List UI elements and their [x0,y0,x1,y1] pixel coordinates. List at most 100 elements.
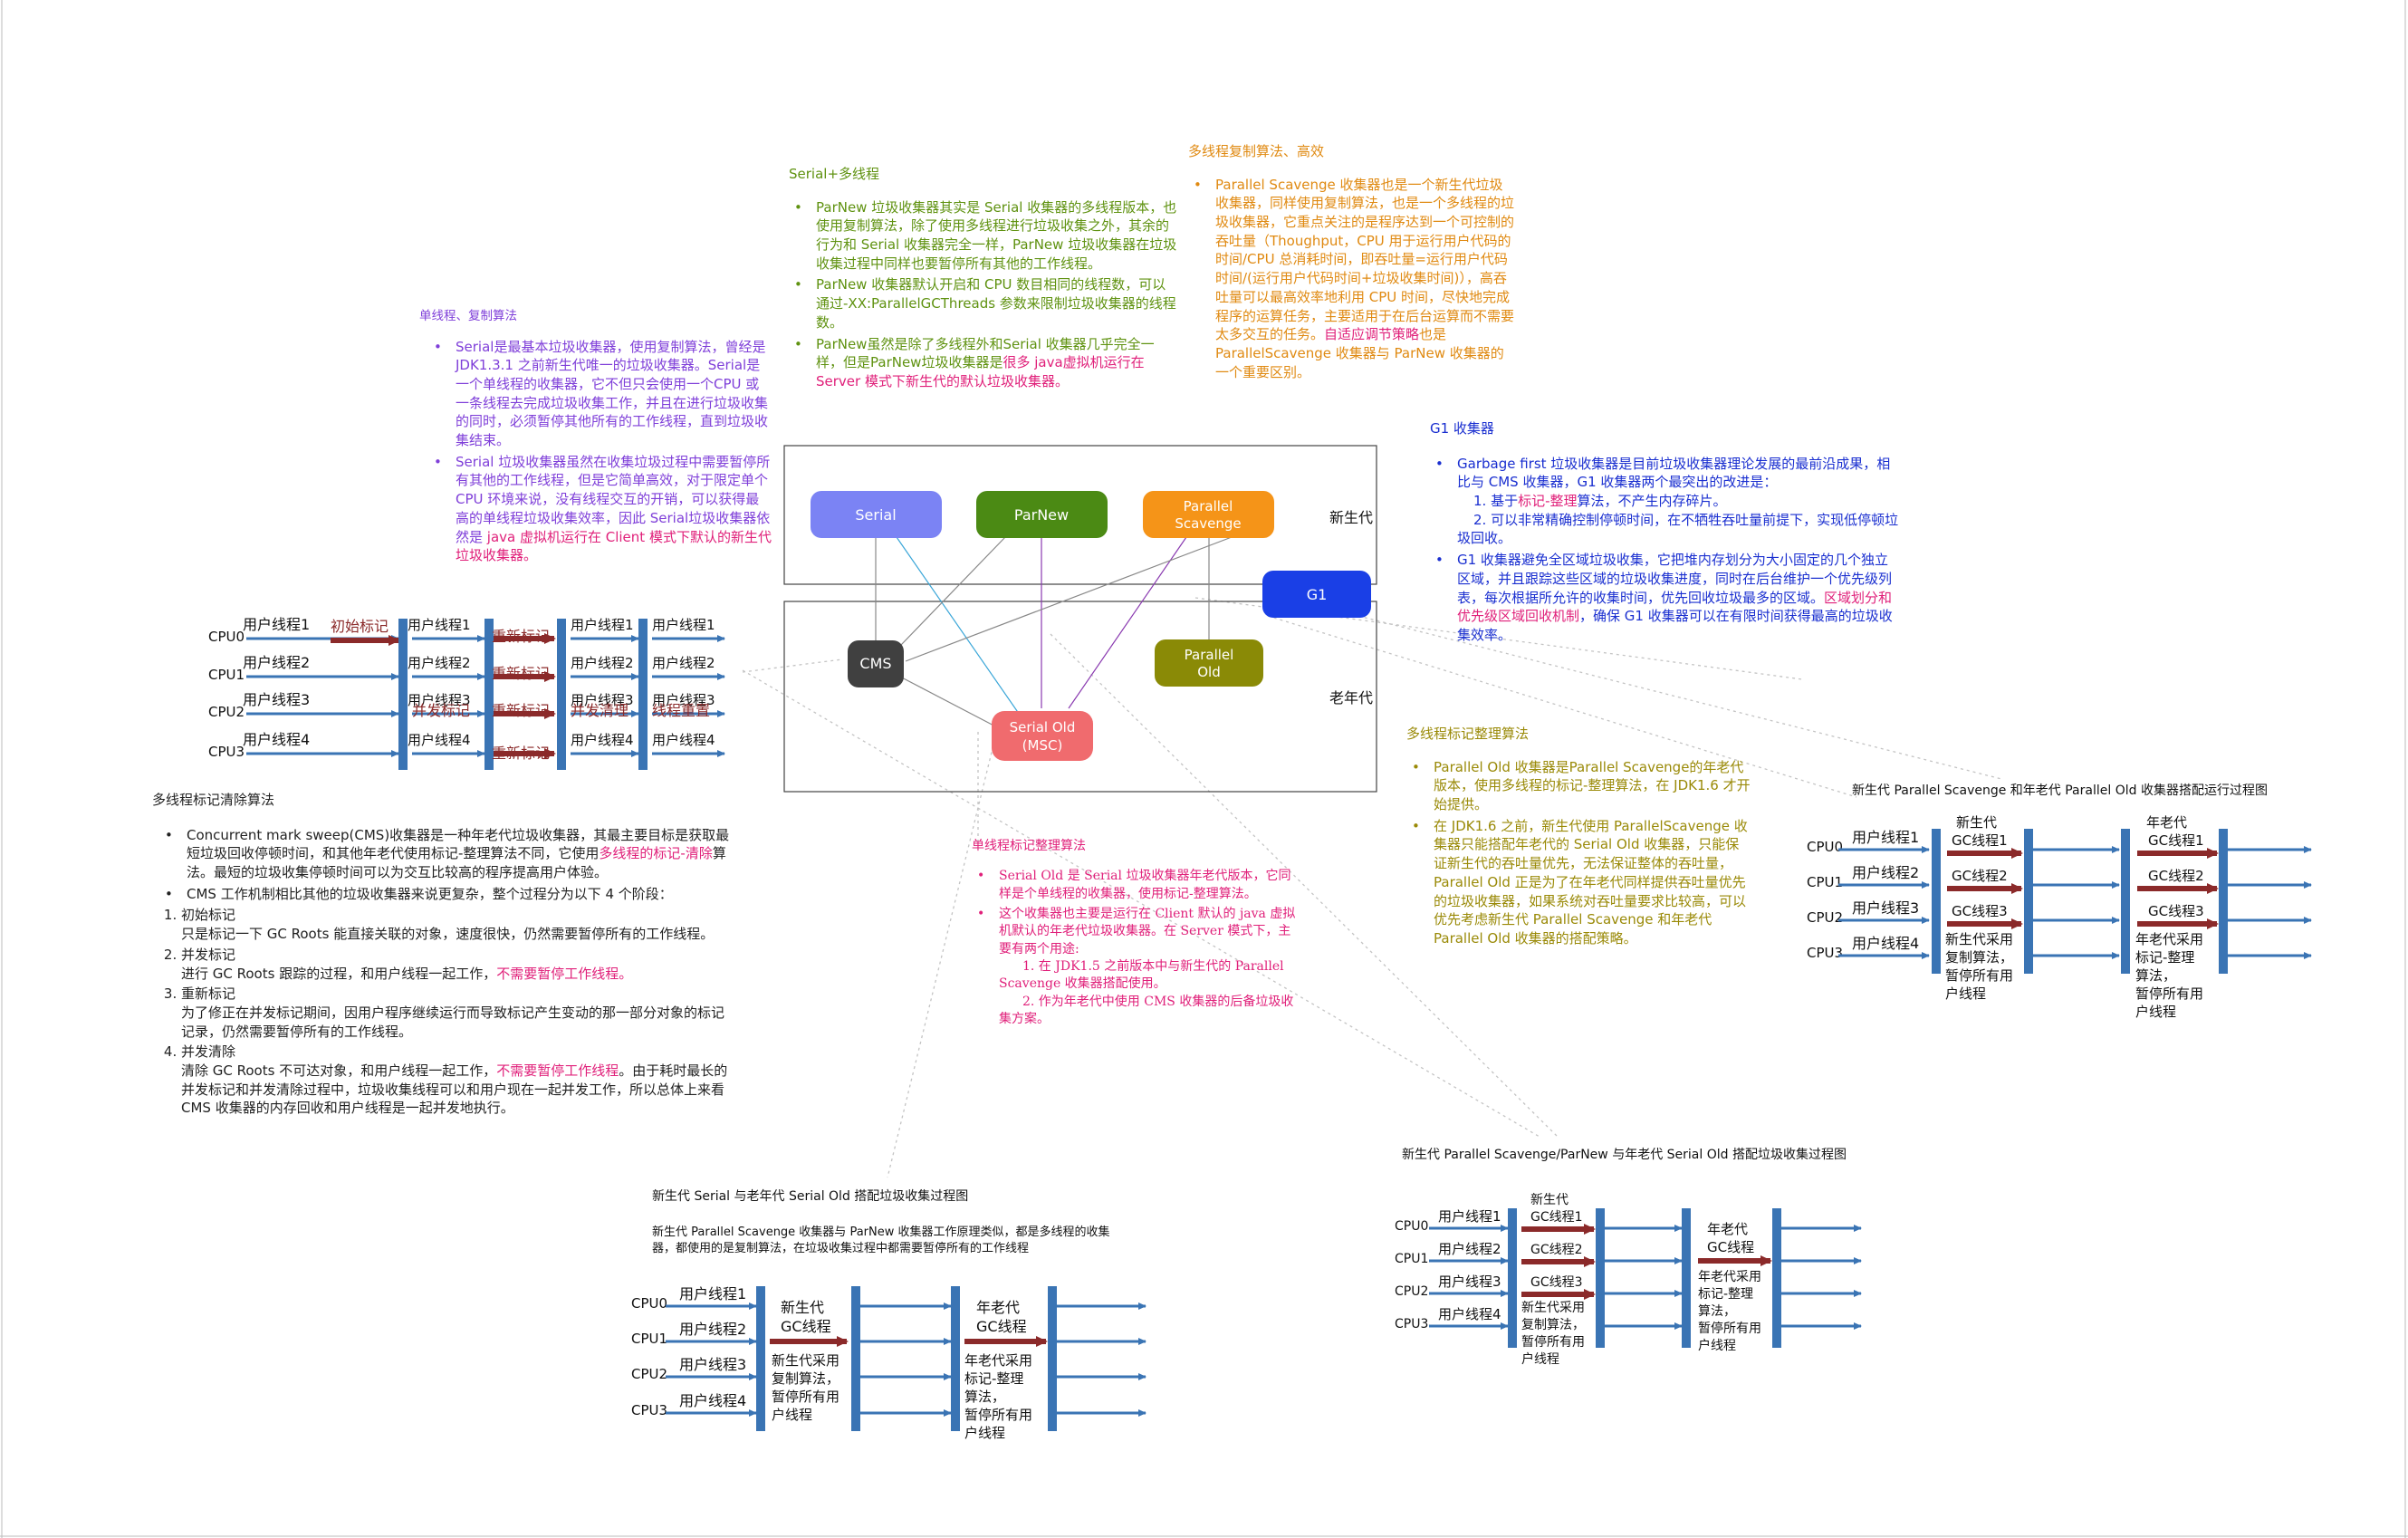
pspo-user-label-2: 用户线程3 [1852,899,1919,917]
pspo-old-pause-0: 年老代采用 [2135,931,2203,947]
parnew-node-label: ParNew [1014,506,1069,524]
pspo-user-label-3: 用户线程4 [1852,935,1919,952]
cms-user-label-d-3: 用户线程4 [652,732,715,748]
parallel-scavenge-note-item-1: Parallel Scavenge 收集器也是一个新生代垃圾收集器，同样使用复制… [1188,176,1516,382]
serial-old-note-item-2: 这个收集器也主要是运行在 Client 默认的 java 虚拟机默认的年老代垃圾… [972,906,1298,1028]
g1-node: G1 [1262,571,1371,618]
serial-old-pause-2: 算法， [964,1389,1005,1405]
pspo-old-pause-3: 暂停所有用 [2135,985,2203,1002]
psso-cpu-label-0: CPU0 [1395,1219,1428,1234]
serial-young-gc-label-0: 新生代 [781,1299,824,1316]
cms-note-bullet-2: CMS 工作机制相比其他的垃圾收集器来说更复杂，整个过程分为以下 4 个阶段： [159,885,732,904]
psso-cpu-label-2: CPU2 [1395,1284,1428,1299]
serial-old-note-item-1: Serial Old 是 Serial 垃圾收集器年老代版本，它同样是个单线程的… [972,868,1298,903]
cms-user-label-a-0: 用户线程1 [408,617,471,633]
cms-user-label-c-3: 用户线程4 [571,732,634,748]
psso-young-gc-label-1: GC线程2 [1530,1243,1583,1257]
serial-old-pause-4: 户线程 [964,1425,1005,1441]
parallel-old-node: Parallel Old [1155,639,1263,687]
pspo-old-head-0: 年老代 [2146,814,2187,831]
young-generation-box: 新生代 [783,445,1377,585]
parallel-old-note-item-1: Parallel Old 收集器是Parallel Scavenge的年老代版本… [1406,758,1751,814]
psso-user-label-1: 用户线程2 [1438,1241,1501,1257]
cms-cpu-label-1: CPU1 [208,667,245,683]
cms-remark-label-1: 重新标记 [492,665,550,682]
pspo-user-label-1: 用户线程2 [1852,864,1919,881]
ps-so-flow-title: 新生代 Parallel Scavenge/ParNew 与年老代 Serial… [1402,1148,1847,1162]
old-generation-box: 老年代 [783,601,1377,793]
cms-user-label-d-0: 用户线程1 [652,617,715,633]
g1-node-label: G1 [1307,586,1328,603]
serial-young-pause-3: 户线程 [772,1407,812,1423]
serial-old-node-label-2: (MSC) [1022,737,1063,754]
cms-remark-label-3: 重新标记 [492,745,550,762]
cms-stop-bar-1 [557,619,566,770]
serial-old-note: 单线程标记整理算法 Serial Old 是 Serial 垃圾收集器年老代版本… [972,838,1298,1031]
psso-user-label-2: 用户线程3 [1438,1274,1501,1290]
psso-old-pause-4: 户线程 [1698,1338,1736,1353]
psso-young-gc-label-0: GC线程1 [1530,1210,1583,1225]
cms-user-label-a-1: 用户线程2 [408,655,471,671]
pspo-old-pause-1: 标记-整理 [2135,949,2194,966]
g1-note: G1 收集器 Garbage first 垃圾收集器是目前垃圾收集器理论发展的最… [1430,419,1901,648]
psso-cpu-label-3: CPU3 [1395,1317,1428,1331]
parallel-scavenge-node-label-2: Scavenge [1175,515,1241,532]
cms-reset-label: 线程重置 [652,702,710,719]
serial-cpu-label-2: CPU2 [631,1366,667,1382]
serial-cpu-label-3: CPU3 [631,1402,667,1418]
serial-young-pause-1: 复制算法， [772,1370,839,1387]
serial-note-item-1: Serial是最基本垃圾收集器，使用复制算法，曾经是JDK1.3.1 之前新生代… [428,338,772,450]
cms-user-label-c-1: 用户线程2 [571,655,634,671]
cms-cpu-label-2: CPU2 [208,704,245,720]
cms-concurrent-mark-label: 并发标记 [412,702,470,719]
psso-old-pause-2: 算法， [1698,1304,1736,1319]
cms-user-label-c-2: 用户线程3 [571,692,634,708]
serial-note: 单线程、复制算法 Serial是最基本垃圾收集器，使用复制算法，曾经是JDK1.… [419,308,772,568]
cms-user-thread-label-3: 用户线程4 [243,731,310,748]
cms-note-heading: 多线程标记清除算法 [152,792,275,808]
serial-node: Serial [811,491,942,538]
cms-initial-mark-label: 初始标记 [331,618,389,635]
parnew-note: Serial+多线程 ParNew 垃圾收集器其实是 Serial 收集器的多线… [789,165,1178,394]
pspo-young-gc-label-2: GC线程3 [1952,903,2008,919]
cms-cpu-label-0: CPU0 [208,629,245,645]
psso-young-head-0: 新生代 [1530,1193,1569,1207]
psso-old-gc-label-0: 年老代 [1707,1221,1748,1237]
psso-young-pause-3: 户线程 [1521,1351,1559,1367]
psso-stop-bar-3 [1772,1208,1781,1348]
pspo-stop-bar-2 [2121,829,2130,974]
ps-po-flow-title: 新生代 Parallel Scavenge 和年老代 Parallel Old … [1852,783,2268,798]
parallel-scavenge-node: Parallel Scavenge [1143,491,1274,538]
cms-stop-bar-3 [484,619,494,770]
serial-stop-bar-3 [1048,1286,1057,1431]
serial-old-pause-3: 暂停所有用 [964,1407,1032,1423]
parallel-scavenge-node-label-1: Parallel [1184,498,1233,514]
cms-user-thread-label-0: 用户线程1 [243,616,310,633]
pspo-young-head-0: 新生代 [1956,814,1997,831]
psso-stop-bar-2 [1682,1208,1691,1348]
serial-old-note-heading: 单线程标记整理算法 [972,839,1086,853]
serial-old-node: Serial Old (MSC) [992,711,1093,761]
parnew-note-item-3: ParNew虽然是除了多线程外和Serial 收集器几乎完全一样，但是ParNe… [789,335,1178,391]
serial-young-gc-label-1: GC线程 [781,1318,831,1335]
pspo-old-pause-2: 算法， [2135,967,2176,984]
serial-node-label: Serial [855,506,896,524]
cms-cpu-label-3: CPU3 [208,744,245,760]
pspo-cpu-label-2: CPU2 [1807,909,1843,926]
psso-old-pause-0: 年老代采用 [1698,1270,1761,1284]
cms-node-label: CMS [859,655,891,672]
pspo-old-pause-4: 户线程 [2135,1004,2176,1020]
psso-user-label-3: 用户线程4 [1438,1306,1501,1322]
serial-user-label-3: 用户线程4 [679,1392,746,1409]
psso-user-label-0: 用户线程1 [1438,1208,1501,1225]
pspo-young-pause-2: 暂停所有用 [1945,967,2013,984]
cms-note: 多线程标记清除算法 Concurrent mark sweep(CMS)收集器是… [152,791,732,1120]
parallel-old-note-heading: 多线程标记整理算法 [1406,726,1530,742]
cms-user-label-a-3: 用户线程4 [408,732,471,748]
cms-user-thread-label-1: 用户线程2 [243,654,310,671]
cms-remark-label-2: 重新标记 [492,702,550,719]
serial-cpu-label-1: CPU1 [631,1331,667,1347]
